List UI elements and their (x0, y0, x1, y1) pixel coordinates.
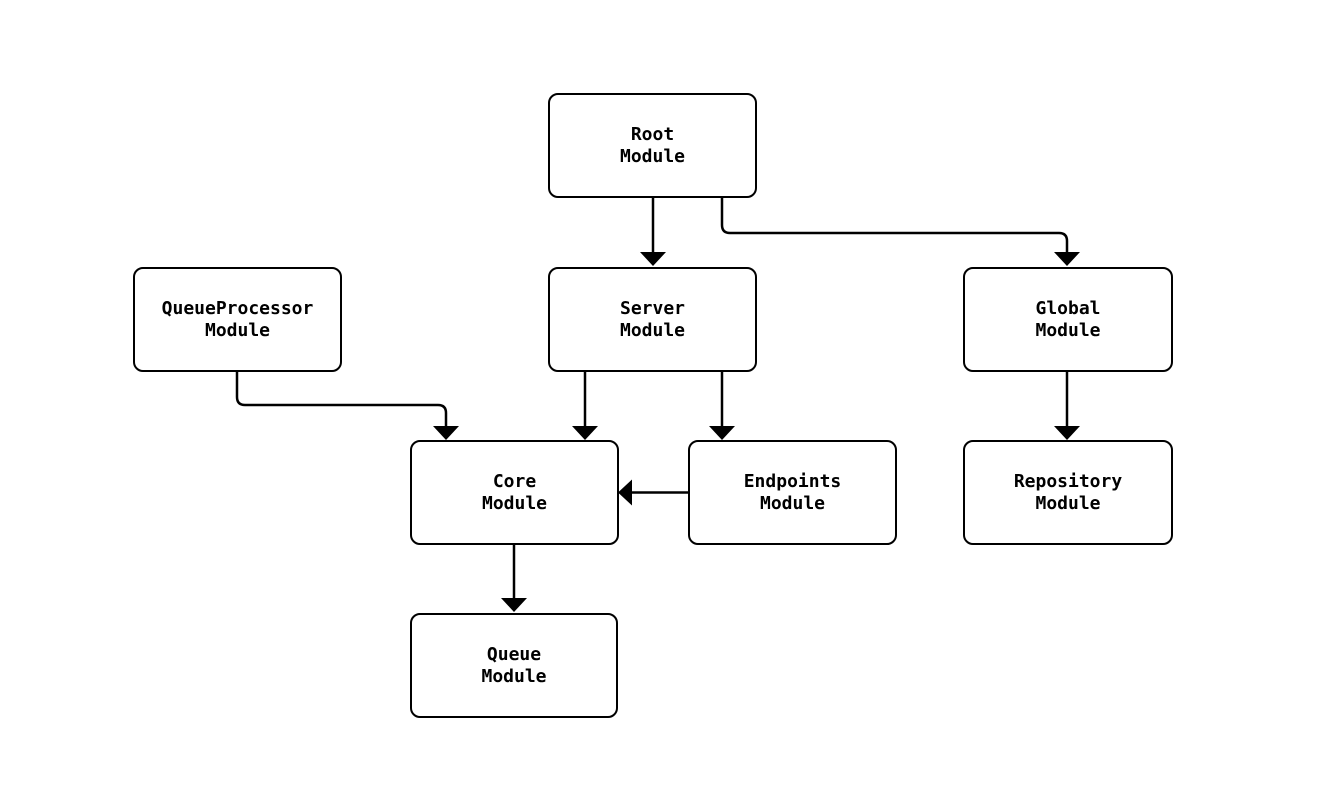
node-label-line2: Module (619, 145, 686, 167)
arrowhead-icon (618, 479, 632, 506)
node-server-module: Server Module (548, 267, 757, 372)
node-label-line1: Endpoints (743, 470, 842, 492)
node-core-module: Core Module (410, 440, 619, 545)
arrowhead-icon (709, 426, 735, 440)
edge-core-to-queue (501, 544, 527, 612)
node-label-line1: Queue (486, 643, 542, 665)
node-label-line1: Server (619, 297, 686, 319)
node-queueprocessor-module: QueueProcessor Module (133, 267, 342, 372)
node-label-line2: Module (204, 319, 271, 341)
node-label-line1: Root (630, 123, 675, 145)
node-label-line2: Module (481, 665, 547, 687)
edge-root-to-server (640, 197, 666, 266)
edge-server-to-endpoints (709, 371, 735, 440)
edge-queueprocessor-to-core (235, 371, 459, 440)
node-root-module: Root Module (548, 93, 757, 198)
edge-root-to-global (720, 197, 1080, 266)
node-label-line2: Module (481, 492, 548, 514)
arrowhead-icon (1054, 426, 1080, 440)
node-label-line2: Module (619, 319, 686, 341)
arrowhead-icon (433, 426, 459, 440)
node-label-line2: Module (759, 492, 826, 514)
node-global-module: Global Module (963, 267, 1173, 372)
node-endpoints-module: Endpoints Module (688, 440, 897, 545)
node-repository-module: Repository Module (963, 440, 1173, 545)
edge-global-to-repository (1054, 371, 1080, 440)
node-label-line2: Module (1035, 319, 1101, 341)
node-label-line1: Global (1035, 297, 1101, 319)
node-label-line1: Repository (1013, 470, 1123, 492)
arrowhead-icon (501, 598, 527, 612)
edge-endpoints-to-core (618, 479, 689, 506)
arrowhead-icon (640, 252, 666, 266)
node-queue-module: Queue Module (410, 613, 618, 718)
node-label-line1: QueueProcessor (161, 297, 314, 319)
node-label-line1: Core (492, 470, 537, 492)
arrowhead-icon (1054, 252, 1080, 266)
node-label-line2: Module (1035, 492, 1101, 514)
edge-server-to-core (572, 371, 598, 440)
arrowhead-icon (572, 426, 598, 440)
